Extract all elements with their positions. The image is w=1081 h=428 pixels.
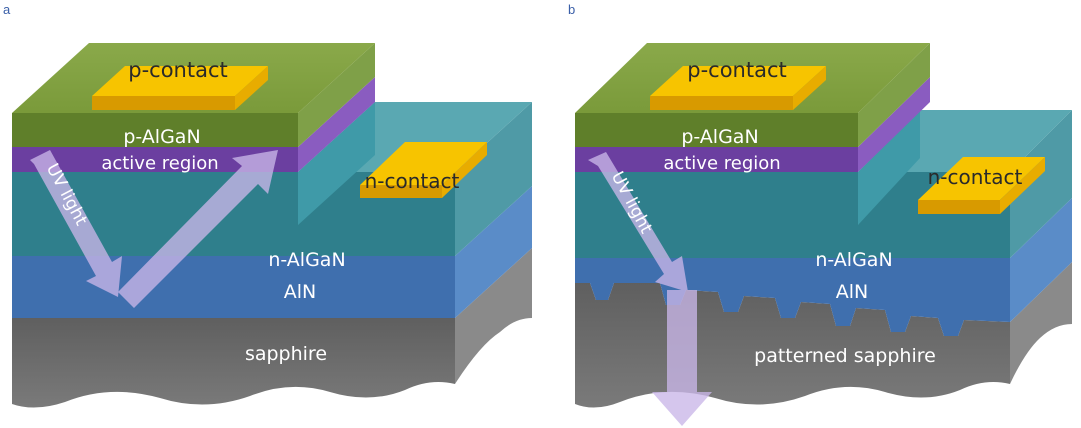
sapphire-layer [12, 318, 455, 408]
p-algan-layer [575, 113, 858, 147]
aln-label: AlN [836, 281, 869, 303]
uv-light-arrow-icon [588, 152, 712, 426]
active-region-label: active region [663, 153, 780, 174]
n-contact-label: n-contact [928, 165, 1023, 189]
n-contact-label: n-contact [365, 169, 460, 193]
p-algan-label: p-AlGaN [123, 126, 200, 148]
active-region-label: active region [101, 153, 218, 174]
panel-letter: a [3, 2, 11, 17]
aln-label: AlN [284, 281, 317, 303]
n-algan-label: n-AlGaN [268, 249, 345, 271]
uv-light-arrow-icon [30, 150, 278, 308]
substrate-label: sapphire [245, 343, 327, 365]
panel-a: a p-contact n- [3, 2, 532, 408]
p-algan-label: p-AlGaN [681, 126, 758, 148]
n-algan-label: n-AlGaN [815, 249, 892, 271]
p-contact-label: p-contact [128, 58, 228, 82]
p-algan-layer [12, 113, 298, 147]
p-contact-label: p-contact [687, 58, 787, 82]
active-region-layer [575, 147, 858, 172]
panel-letter: b [568, 2, 575, 17]
substrate-label: patterned sapphire [754, 345, 936, 367]
panel-b: b p-contact n-contact [568, 2, 1072, 426]
aln-layer [12, 256, 455, 318]
